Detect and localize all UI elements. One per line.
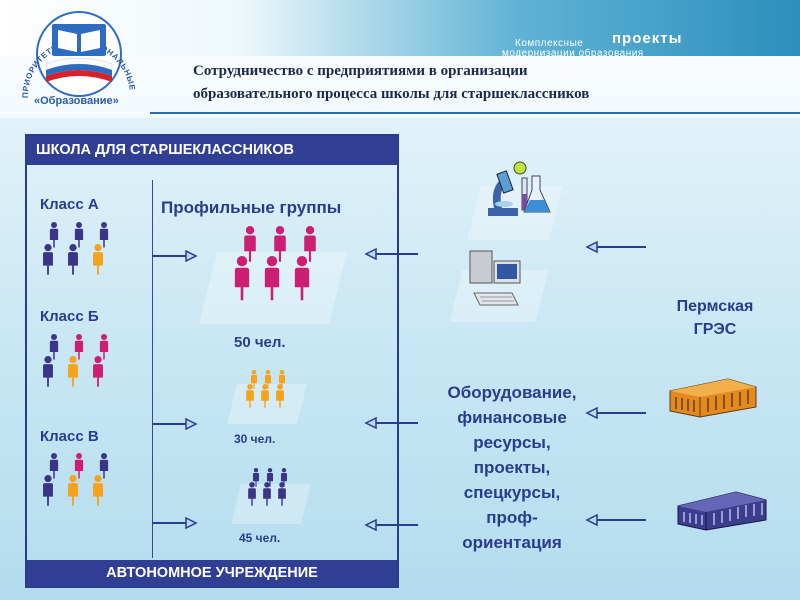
person-figure [74,453,84,479]
person-figure [74,334,84,360]
person-figure [244,226,256,262]
group-2-people-icon [246,370,286,408]
person-figure [93,356,103,387]
group-1-people-icon [234,226,316,301]
page-title: Сотрудничество с предприятиями в организ… [193,63,590,102]
class-c-people-icon [43,453,109,506]
tagline-sub: модернизации образования [502,48,644,59]
person-figure [264,370,272,389]
person-figure [276,384,284,408]
person-figure [93,475,103,506]
person-figure [252,468,260,487]
tagline-big: проекты [612,30,683,47]
person-figure [250,370,258,389]
person-figure [294,256,310,301]
header-band [0,0,800,56]
person-figure [93,244,103,275]
school-title: ШКОЛА ДЛЯ СТАРШЕКЛАССНИКОВ [27,136,397,165]
group-2-count: 30 чел. [234,432,276,446]
group-3-count: 45 чел. [239,531,281,545]
class-a-people-icon [43,222,109,275]
class-c-label: Класс В [40,428,99,445]
orange-building-icon [669,378,757,418]
person-figure [99,222,109,248]
class-a-label: Класс А [40,196,99,213]
school-divider [152,180,153,558]
person-figure [43,475,53,506]
person-figure [234,256,250,301]
person-figure [274,226,286,262]
person-figure [304,226,316,262]
resources-text: Оборудование, финансовые ресурсы, проект… [447,383,577,552]
person-figure [68,475,78,506]
person-figure [264,256,280,301]
person-figure [263,482,271,506]
school-box [25,134,399,588]
computer-icon [469,250,521,306]
class-b-people-icon [43,334,109,387]
class-b-label: Класс Б [40,308,99,325]
person-figure [246,384,254,408]
microscope-flask-icon [488,161,551,216]
company-name: Пермская ГРЭС [676,298,754,338]
header-rule [150,112,800,114]
logo-caption: «Образование» [34,95,119,107]
blue-building-icon [677,491,767,531]
group-1-count: 50 чел. [234,334,286,351]
person-figure [261,384,269,408]
school-footer: АВТОНОМНОЕ УЧРЕЖДЕНИЕ [27,560,397,586]
person-figure [266,468,274,487]
group-3-people-icon [248,468,288,506]
person-figure [49,334,59,360]
person-figure [99,453,109,479]
person-figure [280,468,288,487]
person-figure [49,453,59,479]
person-figure [74,222,84,248]
person-figure [68,356,78,387]
person-figure [278,482,286,506]
person-figure [99,334,109,360]
person-figure [49,222,59,248]
groups-label: Профильные группы [161,198,342,217]
person-figure [43,244,53,275]
person-figure [278,370,286,389]
person-figure [68,244,78,275]
tagline-small: Комплексные [515,38,584,49]
national-project-logo: ПРИОРИТЕТНЫЕ НАЦИОНАЛЬНЫЕ ПРОЕКТЫ [2,0,137,98]
person-figure [248,482,256,506]
person-figure [43,356,53,387]
